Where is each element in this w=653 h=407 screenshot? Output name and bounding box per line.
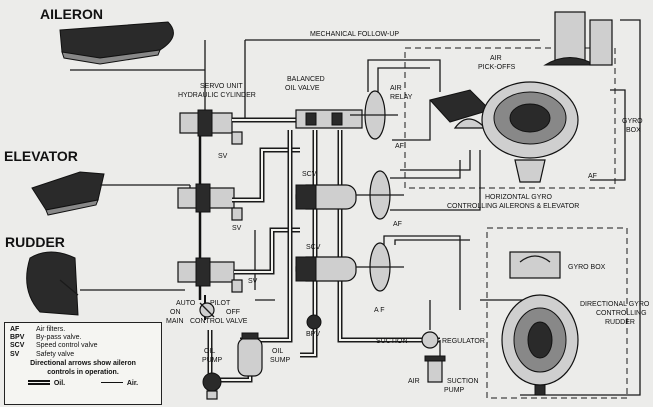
label-af-aileron: AF xyxy=(395,143,404,150)
oil-pump xyxy=(202,372,222,400)
elevator-surface xyxy=(31,171,105,216)
rudder-surface xyxy=(26,251,79,316)
air-relay-aileron xyxy=(350,90,398,140)
label-scv-rudder: SCV xyxy=(306,244,321,251)
label-af-rudder: A F xyxy=(374,307,385,314)
label-main: MAIN xyxy=(166,318,184,325)
rudder-title: RUDDER xyxy=(5,234,65,250)
label-servo-unit: SERVO UNIT xyxy=(200,83,243,90)
label-directional-gyro-1: DIRECTIONAL GYRO xyxy=(580,301,650,308)
label-regulator: REGULATOR xyxy=(442,338,485,345)
elevator-title: ELEVATOR xyxy=(4,148,78,164)
air-relay-elevator xyxy=(356,170,404,220)
air-pickoffs xyxy=(429,89,491,129)
label-on: ON xyxy=(170,309,181,316)
scv-rudder xyxy=(295,256,357,282)
air-relay-rudder xyxy=(356,242,404,292)
label-oil-valve: OIL VALVE xyxy=(285,85,320,92)
air-lines xyxy=(367,19,641,396)
label-air-suction-1: AIR xyxy=(408,378,420,385)
label-air-suction-2: SUCTION xyxy=(447,378,479,385)
scv-elevator xyxy=(295,184,357,210)
label-off: OFF xyxy=(226,309,240,316)
directional-gyro xyxy=(501,251,579,396)
label-control-valve: CONTROL VALVE xyxy=(190,318,248,325)
legend-note-1: Directional arrows show aileron xyxy=(30,359,136,367)
label-bpv: BPV xyxy=(306,331,320,338)
pilot-control-valve xyxy=(199,302,215,318)
label-oil-pump-1: OIL xyxy=(204,348,215,355)
label-air-relay-1: AIR xyxy=(390,85,402,92)
label-hydraulic-cylinder: HYDRAULIC CYLINDER xyxy=(178,92,256,99)
air-line-swatch xyxy=(100,382,123,384)
label-oil-pump-2: PUMP xyxy=(202,357,223,364)
label-auto: AUTO xyxy=(176,300,196,307)
label-balanced: BALANCED xyxy=(287,76,325,83)
horizontal-gyro-box-outline xyxy=(404,47,616,189)
aileron-title: AILERON xyxy=(40,6,103,22)
sv-elevator xyxy=(231,207,243,221)
directional-gyro-box-outline xyxy=(486,227,628,399)
suction-regulator xyxy=(421,331,439,349)
label-scv-elevator: SCV xyxy=(302,171,317,178)
legend-air-key: Air. xyxy=(100,380,138,387)
servo-cylinder-aileron xyxy=(179,109,233,137)
horizontal-gyro xyxy=(481,11,613,183)
label-suction: SUCTION xyxy=(376,338,408,345)
label-sv-elevator: SV xyxy=(232,225,242,232)
sv-rudder xyxy=(231,279,243,293)
label-af-elevator: AF xyxy=(393,221,402,228)
air-suction-pump xyxy=(424,355,446,383)
label-air-suction-3: PUMP xyxy=(444,387,465,394)
label-oil-sump-2: SUMP xyxy=(270,357,291,364)
balanced-oil-valve xyxy=(295,109,363,129)
bypass-valve xyxy=(306,314,322,330)
legend-line-keys: Oil. Air. xyxy=(10,380,156,387)
oil-line-swatch xyxy=(27,380,50,386)
label-mechanical-follow-up: MECHANICAL FOLLOW-UP xyxy=(310,31,399,38)
sv-aileron xyxy=(231,131,243,145)
label-horizontal-gyro-2: CONTROLLING AILERONS & ELEVATOR xyxy=(447,203,579,210)
label-horizontal-gyro-1: HORIZONTAL GYRO xyxy=(485,194,552,201)
label-gyro-box-lower: GYRO BOX xyxy=(568,264,606,271)
label-gyro-box-2: BOX xyxy=(626,127,641,134)
label-pilot: PILOT xyxy=(210,300,231,307)
label-air-relay-2: RELAY xyxy=(390,94,413,101)
servo-cylinder-rudder xyxy=(177,257,235,287)
label-gyro-box-1: GYRO xyxy=(622,118,643,125)
label-sv-rudder: SV xyxy=(248,278,258,285)
aileron-surface xyxy=(59,21,174,71)
legend-note-2: controls in operation. xyxy=(47,368,119,376)
oil-sump xyxy=(237,332,263,377)
legend-oil-key: Oil. xyxy=(27,380,65,387)
label-af-gyro: AF xyxy=(588,173,597,180)
label-sv-aileron: SV xyxy=(218,153,228,160)
label-directional-gyro-2: CONTROLLING xyxy=(596,310,647,317)
label-oil-sump-1: OIL xyxy=(272,348,283,355)
servo-cylinder-elevator xyxy=(177,183,235,213)
label-air-pickoffs-1: AIR xyxy=(490,55,502,62)
label-directional-gyro-3: RUDDER xyxy=(605,319,635,326)
label-air-pickoffs-2: PICK-OFFS xyxy=(478,64,516,71)
